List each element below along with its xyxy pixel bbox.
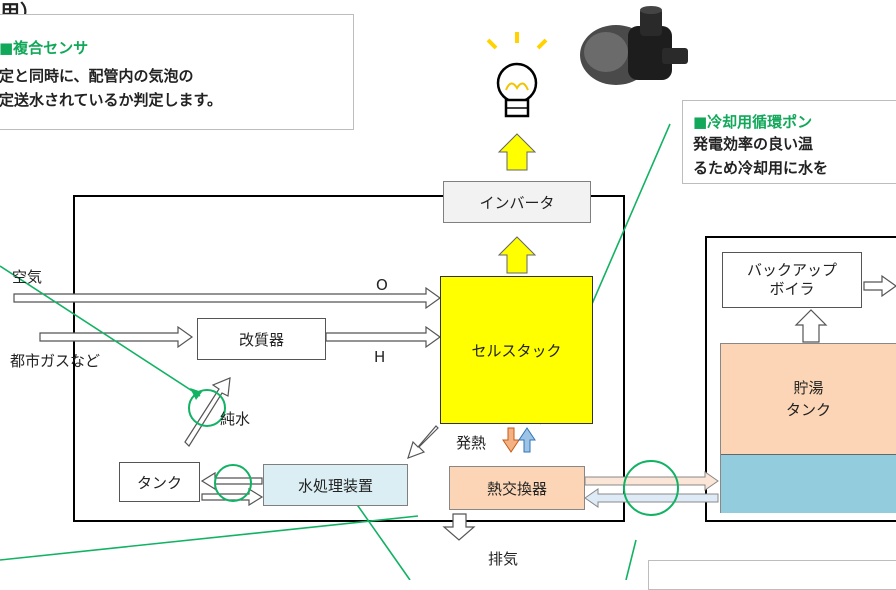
water-treatment-label: 水処理装置 bbox=[297, 476, 373, 495]
inverter-label: インバータ bbox=[479, 193, 555, 212]
tank-box: タンク bbox=[119, 462, 200, 502]
oxygen-label: O bbox=[376, 276, 388, 294]
sensor-note: ■複合センサ 定と同時に、配管内の気泡の 定送水されているか判定します。 bbox=[0, 14, 354, 130]
reformer-box: 改質器 bbox=[197, 318, 326, 360]
hydrogen-label: H bbox=[374, 348, 386, 366]
pure-water-label: 純水 bbox=[220, 410, 251, 428]
light-bulb-icon bbox=[486, 32, 548, 118]
reformer-label: 改質器 bbox=[238, 330, 284, 349]
pump-note: ■冷却用循環ポン 発電効率の良い温 るため冷却用に水を bbox=[682, 100, 896, 184]
air-label: 空気 bbox=[12, 268, 43, 286]
sensor-note-line2: 定送水されているか判定します。 bbox=[0, 91, 223, 109]
condensate-arrow bbox=[407, 425, 439, 459]
circulation-pump-icon bbox=[580, 6, 688, 85]
sensor-note-line1: 定と同時に、配管内の気泡の bbox=[0, 67, 194, 85]
sensor-note-title: ■複合センサ bbox=[0, 39, 89, 57]
power-arrow-top bbox=[497, 133, 537, 171]
exhaust-arrow bbox=[442, 513, 476, 541]
cold-water-zone bbox=[721, 454, 896, 513]
cell-stack-box: セルスタック bbox=[440, 276, 593, 424]
tank-to-boiler-arrow bbox=[794, 309, 828, 343]
city-gas-label: 都市ガスなど bbox=[10, 352, 101, 370]
hot-water-tank: 貯湯 タンク bbox=[720, 343, 896, 513]
tank-return-arrow bbox=[200, 471, 263, 491]
hot-water-zone: 貯湯 タンク bbox=[721, 344, 896, 454]
hot-water-unit-frame bbox=[705, 236, 896, 522]
heat-exchanger-box: 熱交換器 bbox=[449, 466, 585, 510]
sensor-marker-circles bbox=[188, 389, 679, 516]
cell-stack-label: セルスタック bbox=[471, 341, 562, 360]
gas-flow-arrow bbox=[39, 325, 194, 349]
air-flow-arrow bbox=[13, 286, 442, 310]
backup-boiler-label-1: バックアップ bbox=[746, 261, 837, 279]
fuel-cell-unit-frame bbox=[73, 195, 625, 522]
heat-generation-label: 発熱 bbox=[456, 434, 487, 452]
backup-boiler-label-2: ボイラ bbox=[769, 280, 815, 298]
power-arrow-middle bbox=[497, 236, 537, 274]
exhaust-label: 排気 bbox=[488, 550, 519, 568]
pump-note-title: ■冷却用循環ポン bbox=[693, 113, 813, 131]
annotation-pointer-head-2 bbox=[190, 388, 202, 400]
hot-water-tank-label-2: タンク bbox=[785, 401, 831, 419]
heat-exchanger-label: 熱交換器 bbox=[486, 479, 547, 498]
boiler-outlet-arrow bbox=[863, 274, 896, 298]
hot-water-pipe-arrow bbox=[584, 471, 719, 491]
inverter-box: インバータ bbox=[443, 181, 591, 223]
tank-supply-arrow bbox=[201, 487, 264, 507]
tank-label: タンク bbox=[136, 473, 182, 492]
hydrogen-flow-arrow bbox=[325, 325, 442, 349]
pump-note-line1: 発電効率の良い温 bbox=[693, 135, 814, 153]
heat-up-arrow bbox=[518, 427, 536, 453]
backup-boiler-box: バックアップ ボイラ bbox=[722, 252, 862, 308]
water-treatment-box: 水処理装置 bbox=[263, 464, 408, 506]
heat-down-arrow bbox=[502, 427, 520, 453]
bottom-note-box bbox=[648, 560, 896, 590]
pump-note-line2: るため冷却用に水を bbox=[693, 159, 829, 177]
cold-water-pipe-arrow bbox=[584, 488, 719, 508]
hot-water-tank-label-1: 貯湯 bbox=[793, 379, 824, 397]
